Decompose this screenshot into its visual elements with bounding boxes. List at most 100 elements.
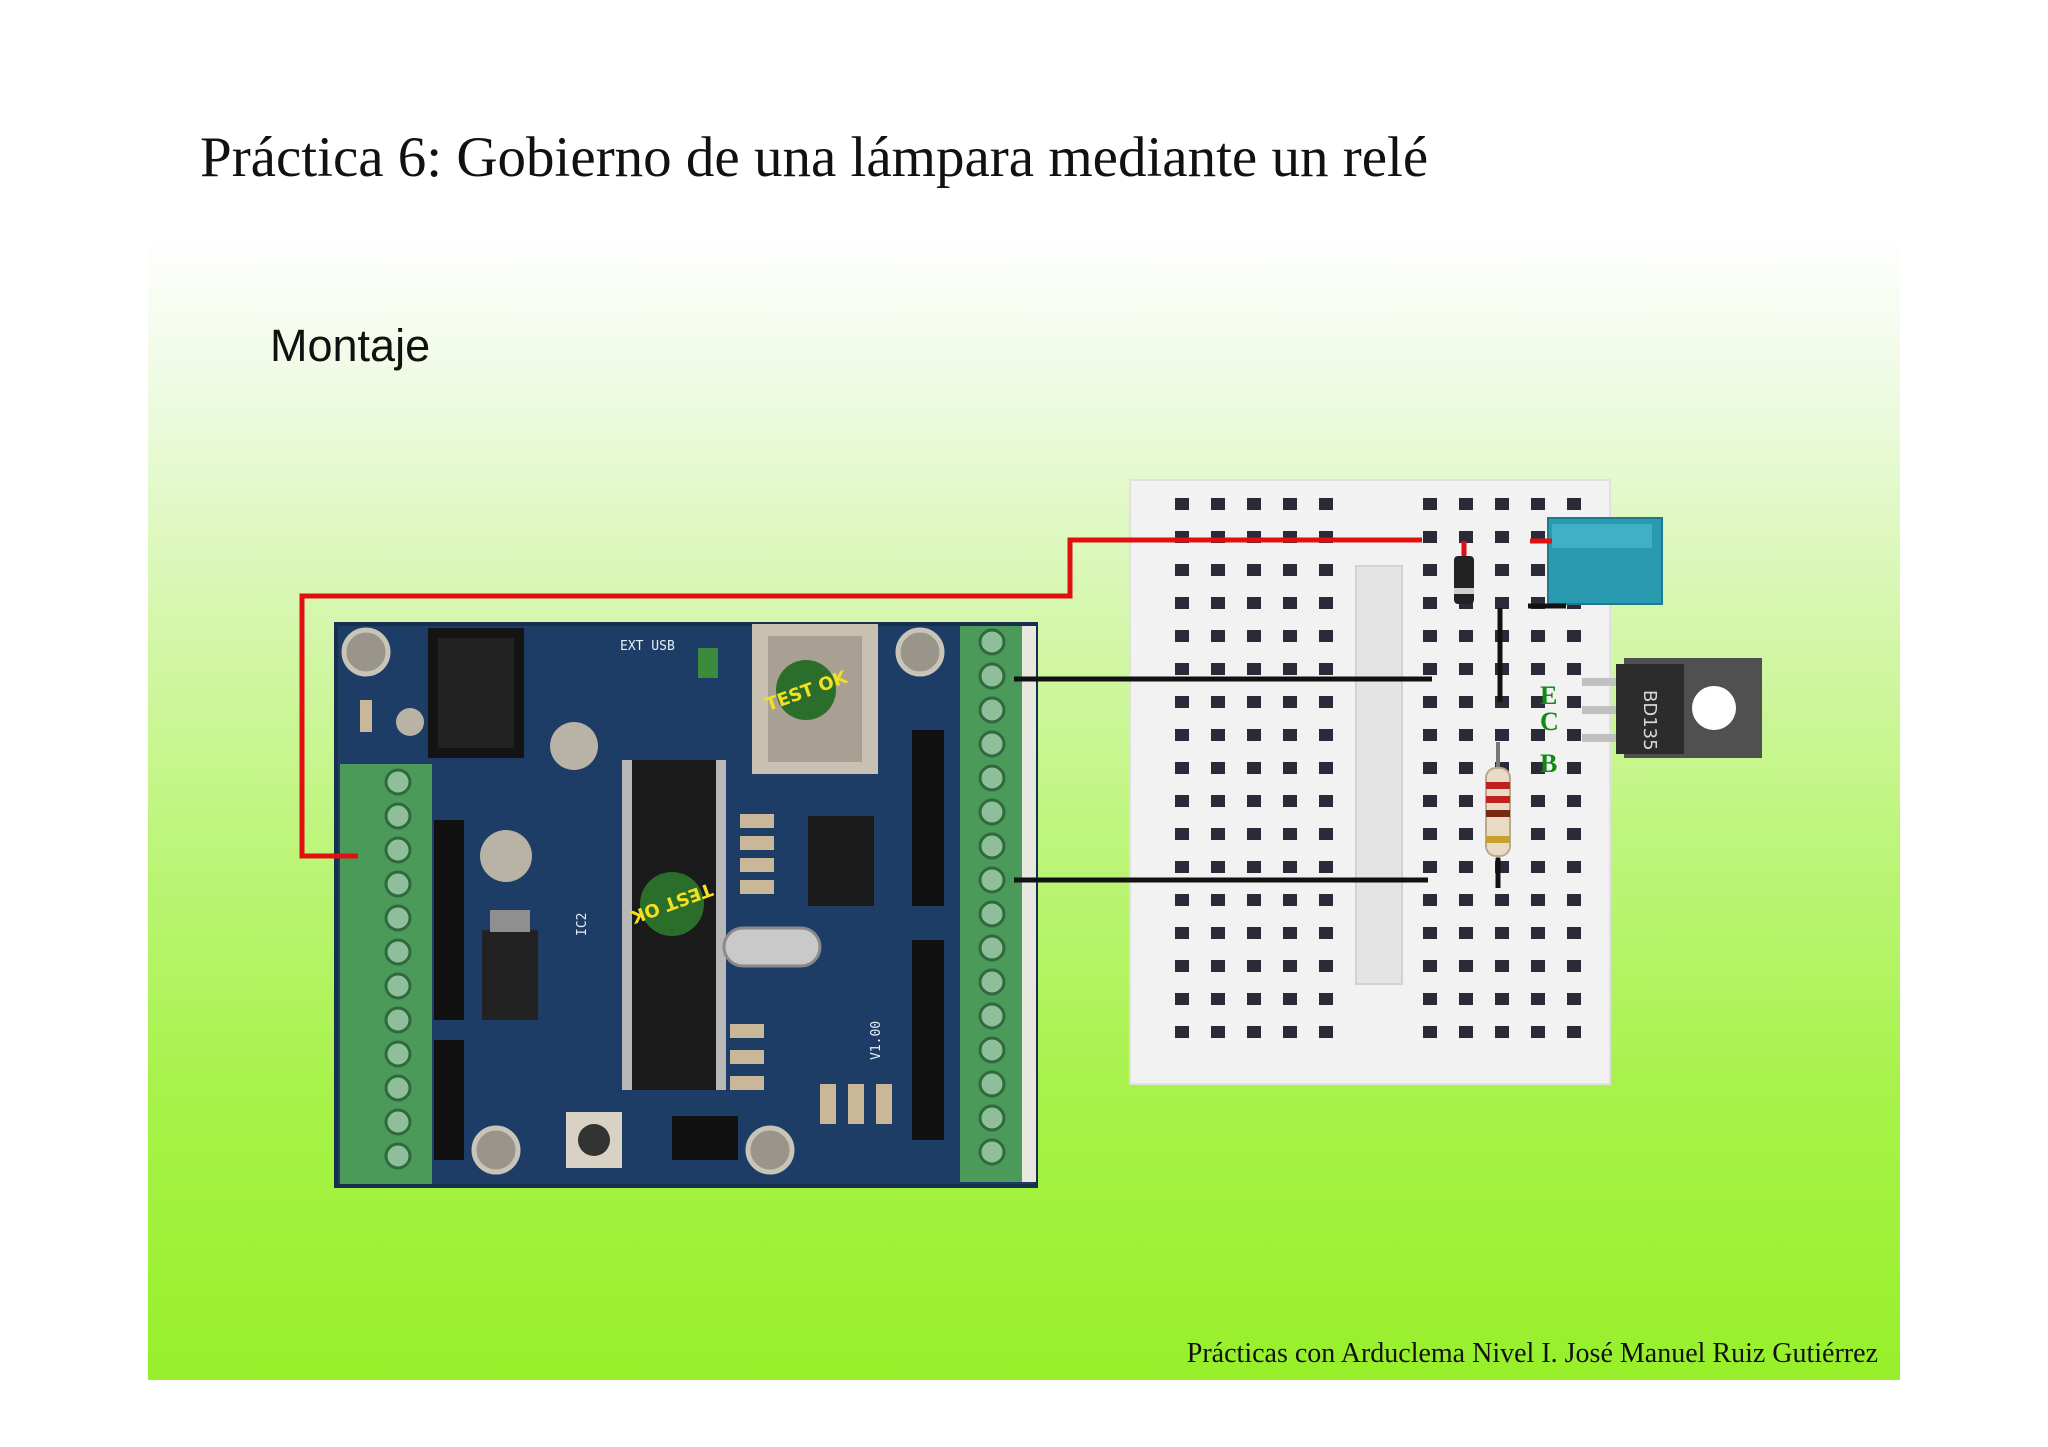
breadboard-hole <box>1531 960 1545 972</box>
breadboard-hole <box>1567 1026 1581 1038</box>
breadboard-hole <box>1319 828 1333 840</box>
breadboard-hole <box>1531 861 1545 873</box>
breadboard-hole <box>1319 630 1333 642</box>
breadboard-hole <box>1459 498 1473 510</box>
breadboard-hole <box>1283 597 1297 609</box>
breadboard-hole <box>1283 927 1297 939</box>
breadboard-hole <box>1283 960 1297 972</box>
pin-label-b: B <box>1540 749 1557 778</box>
relay <box>1548 518 1662 604</box>
breadboard-hole <box>1459 795 1473 807</box>
breadboard-hole <box>1247 993 1261 1005</box>
breadboard-hole <box>1211 993 1225 1005</box>
terminal-screw <box>980 1038 1004 1062</box>
terminal-screw <box>386 906 410 930</box>
breadboard-hole <box>1423 696 1437 708</box>
breadboard-hole <box>1423 828 1437 840</box>
breadboard-hole <box>1531 828 1545 840</box>
breadboard-hole <box>1459 663 1473 675</box>
terminal-screw <box>980 970 1004 994</box>
breadboard-hole <box>1283 564 1297 576</box>
terminal-screw <box>386 1110 410 1134</box>
breadboard-hole <box>1211 828 1225 840</box>
breadboard-hole <box>1567 729 1581 741</box>
breadboard-hole <box>1567 960 1581 972</box>
terminal-screw <box>386 974 410 998</box>
terminal-screw <box>980 1004 1004 1028</box>
breadboard-hole <box>1247 762 1261 774</box>
left-terminal-block <box>340 764 432 1184</box>
terminal-screw <box>980 1140 1004 1164</box>
breadboard-hole <box>1567 993 1581 1005</box>
breadboard-hole <box>1319 498 1333 510</box>
terminal-screw <box>980 732 1004 756</box>
breadboard-hole <box>1495 894 1509 906</box>
terminal-screw <box>386 1008 410 1032</box>
breadboard-hole <box>1211 1026 1225 1038</box>
breadboard-hole <box>1247 960 1261 972</box>
breadboard-hole <box>1495 927 1509 939</box>
breadboard-hole <box>1247 927 1261 939</box>
breadboard-hole <box>1319 729 1333 741</box>
terminal-screw <box>980 698 1004 722</box>
breadboard-hole <box>1423 927 1437 939</box>
breadboard-hole <box>1175 729 1189 741</box>
terminal-screw <box>980 868 1004 892</box>
breadboard-hole <box>1423 663 1437 675</box>
breadboard-hole <box>1531 1026 1545 1038</box>
breadboard-hole <box>1283 795 1297 807</box>
breadboard-hole <box>1211 663 1225 675</box>
breadboard-hole <box>1495 498 1509 510</box>
breadboard-hole <box>1211 894 1225 906</box>
terminal-screw <box>386 872 410 896</box>
breadboard-hole <box>1567 894 1581 906</box>
right-terminal-block <box>960 626 1036 1182</box>
breadboard-hole <box>1459 1026 1473 1038</box>
terminal-screw <box>980 766 1004 790</box>
breadboard-hole <box>1175 663 1189 675</box>
terminal-screw <box>386 1144 410 1168</box>
breadboard-hole <box>1459 828 1473 840</box>
terminal-screw <box>980 664 1004 688</box>
breadboard-hole <box>1319 861 1333 873</box>
breadboard-hole <box>1175 894 1189 906</box>
breadboard-hole <box>1459 960 1473 972</box>
breadboard-hole <box>1495 993 1509 1005</box>
breadboard-hole <box>1423 795 1437 807</box>
breadboard-hole <box>1319 894 1333 906</box>
breadboard-hole <box>1423 1026 1437 1038</box>
breadboard-hole <box>1459 993 1473 1005</box>
breadboard-hole <box>1283 894 1297 906</box>
breadboard-hole <box>1247 894 1261 906</box>
footer-credits: Prácticas con Arduclema Nivel I. José Ma… <box>1187 1338 1878 1370</box>
terminal-screw <box>980 902 1004 926</box>
breadboard-hole <box>1531 564 1545 576</box>
breadboard <box>1130 480 1610 1084</box>
breadboard-hole <box>1495 597 1509 609</box>
terminal-screw <box>386 770 410 794</box>
breadboard-hole <box>1283 1026 1297 1038</box>
breadboard-hole <box>1211 564 1225 576</box>
breadboard-hole <box>1283 729 1297 741</box>
breadboard-hole <box>1247 663 1261 675</box>
breadboard-hole <box>1459 729 1473 741</box>
breadboard-hole <box>1247 630 1261 642</box>
breadboard-hole <box>1319 960 1333 972</box>
arduclema-board: EXT USB IC2 V1.00 TEST OK TEST OK <box>336 624 1036 1186</box>
breadboard-hole <box>1283 993 1297 1005</box>
diode <box>1454 556 1474 604</box>
breadboard-hole <box>1423 531 1437 543</box>
silk-ext-usb: EXT USB <box>620 639 675 654</box>
breadboard-hole <box>1211 729 1225 741</box>
breadboard-hole <box>1567 828 1581 840</box>
breadboard-hole <box>1495 1026 1509 1038</box>
terminal-screw <box>980 800 1004 824</box>
breadboard-hole <box>1423 960 1437 972</box>
terminal-screw <box>386 940 410 964</box>
breadboard-hole <box>1175 498 1189 510</box>
terminal-screw <box>386 838 410 862</box>
breadboard-hole <box>1247 1026 1261 1038</box>
breadboard-hole <box>1423 630 1437 642</box>
breadboard-hole <box>1211 630 1225 642</box>
breadboard-hole <box>1211 927 1225 939</box>
